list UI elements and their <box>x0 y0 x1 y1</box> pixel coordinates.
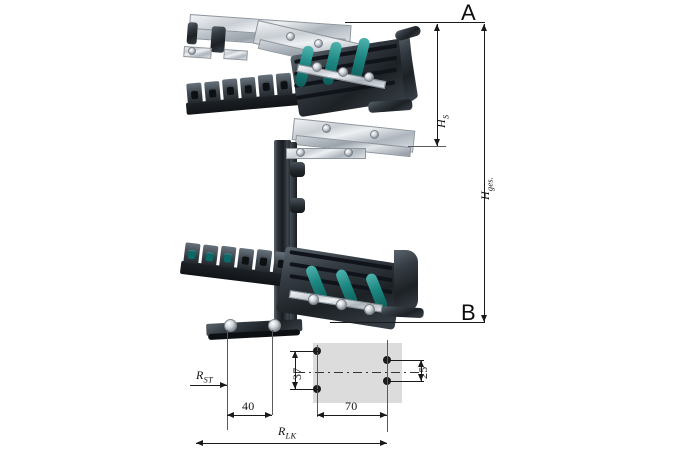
upper-chain-assembly <box>183 6 456 158</box>
lower-chain-end-cap <box>381 306 424 319</box>
upper-connector-bolt-1 <box>286 32 295 41</box>
ext-line-hole-right <box>387 340 388 432</box>
hges-dimension-line <box>484 24 485 322</box>
d40-dimension-line <box>227 415 272 416</box>
upper-lower-plate-bolt-2 <box>370 130 379 139</box>
ext-line-rst <box>227 330 228 430</box>
view-a-reference-line <box>345 22 485 23</box>
view-b-label: B <box>461 300 476 325</box>
hs-symbol: H <box>434 119 448 128</box>
d37-arrow-bottom <box>292 382 298 389</box>
hges-symbol: H <box>478 191 492 200</box>
view-b-reference-line <box>330 322 485 323</box>
upper-foot-bolt-1 <box>188 47 196 55</box>
d37-dimension-label: 37 <box>290 367 304 380</box>
base-mounting-bracket <box>206 316 316 342</box>
column-clamp-nut-1 <box>290 162 305 177</box>
lower-strain-bolt-1 <box>308 294 319 305</box>
upper-connector-bolt-2 <box>314 39 323 48</box>
rlk-arrow-left <box>196 440 203 446</box>
rlk-dimension-label: RLK <box>278 424 296 440</box>
lower-strain-bolt-3 <box>364 304 375 315</box>
upper-lower-plate-bolt-1 <box>322 124 331 133</box>
d37-arrow-top <box>292 351 298 358</box>
d25-ext-top <box>388 360 424 361</box>
crossbar-bolt-1 <box>296 148 305 157</box>
rlk-symbol: R <box>278 424 286 438</box>
base-foot-bolt-right <box>268 319 281 332</box>
lower-chain-assembly <box>179 232 456 342</box>
lower-strain-bolt-2 <box>336 299 347 310</box>
d70-arrow-right <box>380 412 387 418</box>
crossbar-plate <box>286 148 366 159</box>
rst-arrow <box>220 382 227 388</box>
rst-dimension-label: RST <box>196 368 213 384</box>
lower-chain-end-curve <box>394 250 418 312</box>
d70-dimension-label: 70 <box>345 399 358 413</box>
d37-ext-bottom <box>290 389 318 390</box>
upper-bracket-foot-right <box>223 49 248 61</box>
column-clamp-nut-2 <box>290 198 305 213</box>
hges-arrow-top <box>481 24 487 31</box>
column-top-crossbar <box>286 146 366 160</box>
column-post-rear <box>290 142 297 328</box>
d25-arrow-bottom <box>418 374 424 381</box>
d25-dimension-label: 25 <box>416 366 430 379</box>
hges-subscript: ges. <box>484 176 495 192</box>
d40-arrow-right <box>265 412 272 418</box>
footprint-centerline <box>296 372 420 373</box>
hs-dimension-line <box>437 24 438 146</box>
hs-arrow-top <box>434 24 440 31</box>
d40-dimension-label: 40 <box>242 399 255 413</box>
d37-dimension-line <box>295 351 296 389</box>
upper-strain-bolt-3 <box>364 72 374 82</box>
hges-arrow-bottom <box>481 315 487 322</box>
crossbar-bolt-2 <box>344 148 353 157</box>
d25-ext-bottom <box>388 381 424 382</box>
d70-dimension-line <box>317 415 387 416</box>
hges-dimension-label: Hges. <box>478 177 494 200</box>
d25-dimension-line <box>421 360 422 381</box>
ext-line-40-right <box>272 330 273 415</box>
upper-strain-bolt-1 <box>312 62 322 72</box>
d37-ext-top <box>290 351 318 352</box>
hs-arrow-bottom <box>434 139 440 146</box>
upper-strain-bolt-2 <box>338 67 348 77</box>
rst-subscript: ST <box>203 374 213 385</box>
d25-arrow-top <box>418 360 424 367</box>
rlk-dimension-line <box>196 443 387 444</box>
d70-arrow-left <box>317 412 324 418</box>
base-foot-bolt-left <box>224 319 237 332</box>
hs-dimension-label: HS <box>434 115 450 128</box>
upper-rail-end-tab <box>186 22 198 45</box>
ext-line-hole-left <box>317 345 318 417</box>
upper-chain-end-hook-bottom <box>368 98 413 113</box>
hs-extension-line <box>408 146 446 147</box>
mounting-footprint-area <box>313 343 402 403</box>
d40-arrow-left <box>227 412 234 418</box>
view-a-label: A <box>461 0 476 25</box>
hs-subscript: S <box>440 114 451 120</box>
rst-dimension-line <box>190 385 227 386</box>
rlk-arrow-right <box>380 440 387 446</box>
rst-symbol: R <box>196 368 204 382</box>
rlk-subscript: LK <box>285 430 297 441</box>
